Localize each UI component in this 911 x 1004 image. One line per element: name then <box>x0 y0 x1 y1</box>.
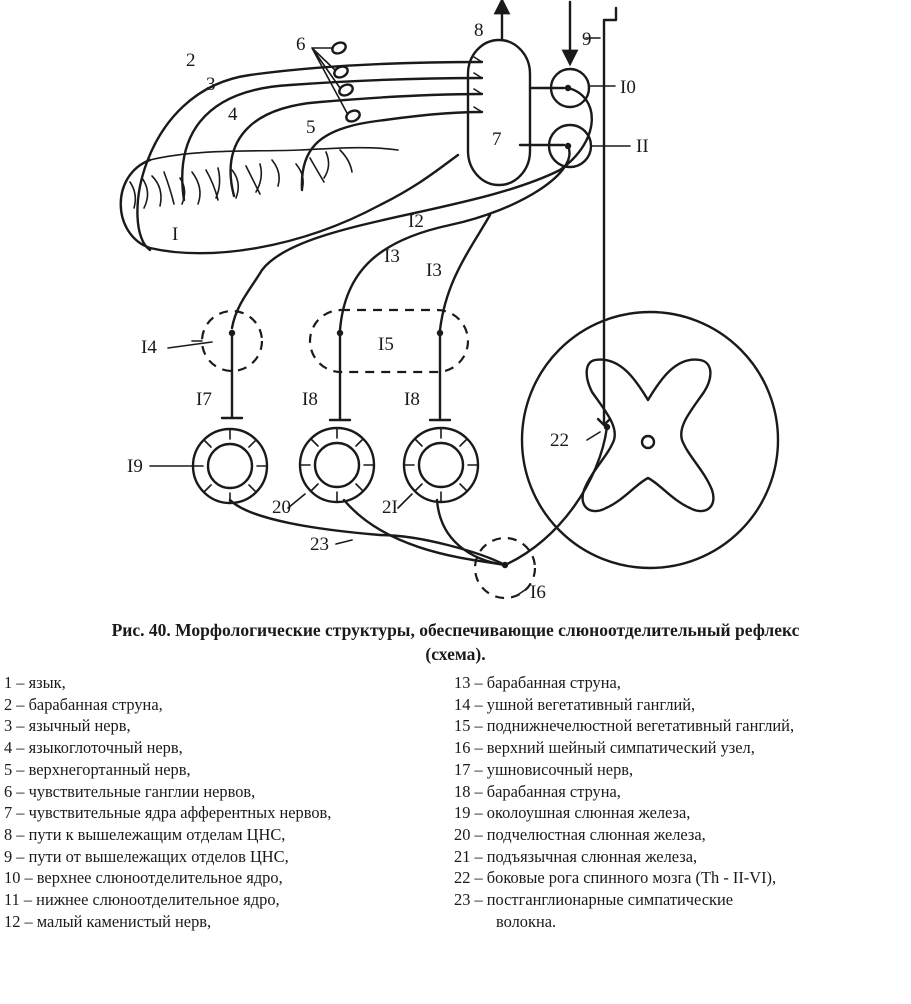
legend-item: 4 – языкоглоточный нерв, <box>4 738 183 758</box>
legend-item: 8 – пути к вышележащим отделам ЦНС, <box>4 824 286 844</box>
sensory-ganglia <box>331 41 361 123</box>
parotid-gland <box>191 427 269 505</box>
label-21: 2I <box>382 497 398 518</box>
label-7: 7 <box>492 129 502 150</box>
nerve-3 <box>181 76 484 202</box>
preganglionic-fiber <box>503 425 609 567</box>
label-18a: I8 <box>302 389 318 410</box>
legend-item: 17 – ушновисочный нерв, <box>454 759 634 779</box>
sublingual-gland <box>402 426 480 504</box>
legend-item: 22 – боковые рога спинного мозга (Th - I… <box>454 868 777 888</box>
legend-item: 19 – околоушная слюнная железа, <box>454 803 691 823</box>
legend-item: 6 – чувствительные ганглии нервов, <box>4 781 256 801</box>
label-14: I4 <box>141 337 157 358</box>
tongue-outline <box>119 153 460 255</box>
label-19: I9 <box>127 456 143 477</box>
legend-item: 20 – подчелюстная слюнная железа, <box>454 824 706 844</box>
label-3: 3 <box>206 74 216 95</box>
label-10: I0 <box>620 77 636 98</box>
label-8: 8 <box>474 20 484 41</box>
label-15: I5 <box>378 334 394 355</box>
label-18b: I8 <box>404 389 420 410</box>
caption-line-1: Рис. 40. Морфологические структуры, обес… <box>111 620 800 640</box>
label-2: 2 <box>186 50 196 71</box>
label-6: 6 <box>296 34 306 55</box>
postganglionic-fibers-23 <box>228 498 507 567</box>
legend-column-right: 13 – барабанная струна, 14 – ушной вегет… <box>454 672 794 932</box>
label-17: I7 <box>196 389 212 410</box>
nerve-13 <box>338 144 571 332</box>
spinal-cord <box>520 310 780 570</box>
nerve-12 <box>230 86 593 330</box>
label-1: I <box>172 224 178 245</box>
legend-item: 1 – язык, <box>4 673 66 692</box>
legend-item: 12 – малый каменистый нерв, <box>4 911 212 931</box>
legend-item: 13 – барабанная струна, <box>454 673 621 692</box>
legend-item: 5 – верхнегортанный нерв, <box>4 759 191 779</box>
label-12: I2 <box>408 211 424 232</box>
legend-item: 15 – поднижнечелюстной вегетативный ганг… <box>454 716 795 736</box>
legend-item: 11 – нижнее слюноотделительное ядро, <box>4 890 280 910</box>
submandibular-ganglion <box>308 308 470 374</box>
label-23: 23 <box>310 534 329 555</box>
caption-line-2: (схема). <box>425 644 486 664</box>
label-13b: I3 <box>426 260 442 281</box>
legend-item: 10 – верхнее слюноотделительное ядро, <box>4 868 283 888</box>
label-22: 22 <box>550 430 569 451</box>
legend-item: 21 – подъязычная слюнная железа, <box>454 846 698 866</box>
legend-item: 2 – барабанная струна, <box>4 694 163 714</box>
label-4: 4 <box>228 104 238 125</box>
legend-item: 23 – постганглионарные симпатические <box>454 890 733 910</box>
legend-item: 14 – ушной вегетативный ганглий, <box>454 694 696 714</box>
nerve-13b <box>438 213 492 332</box>
legend-item: волокна. <box>496 911 557 931</box>
sensory-nucleus-7 <box>466 38 532 187</box>
submandibular-gland <box>298 426 376 504</box>
nerve-2 <box>136 60 484 252</box>
salivary-reflex-diagram: I 2 3 4 5 6 7 8 9 I0 II I2 I3 I3 I4 I5 I… <box>119 0 780 603</box>
legend-item: 9 – пути от вышележащих отделов ЦНС, <box>4 846 289 866</box>
label-13a: I3 <box>384 246 400 267</box>
label-5: 5 <box>306 117 316 138</box>
legend-item: 18 – барабанная струна, <box>454 781 621 801</box>
legend-item: 7 – чувствительные ядра афферентных нерв… <box>4 803 332 823</box>
figure-caption: Рис. 40. Морфологические структуры, обес… <box>0 618 911 666</box>
gray-matter <box>581 358 715 513</box>
label-16: I6 <box>530 582 546 603</box>
legend-item: 3 – язычный нерв, <box>4 716 131 736</box>
superior-cervical-ganglion <box>473 536 537 600</box>
otic-ganglion <box>200 309 264 373</box>
nerve-4 <box>229 92 484 198</box>
label-11: II <box>636 136 649 157</box>
label-20: 20 <box>272 497 291 518</box>
nerve-5 <box>300 110 484 192</box>
legend-column-left: 1 – язык, 2 – барабанная струна, 3 – язы… <box>4 672 331 932</box>
label-9: 9 <box>582 29 592 50</box>
legend-item: 16 – верхний шейный симпатический узел, <box>454 738 755 758</box>
